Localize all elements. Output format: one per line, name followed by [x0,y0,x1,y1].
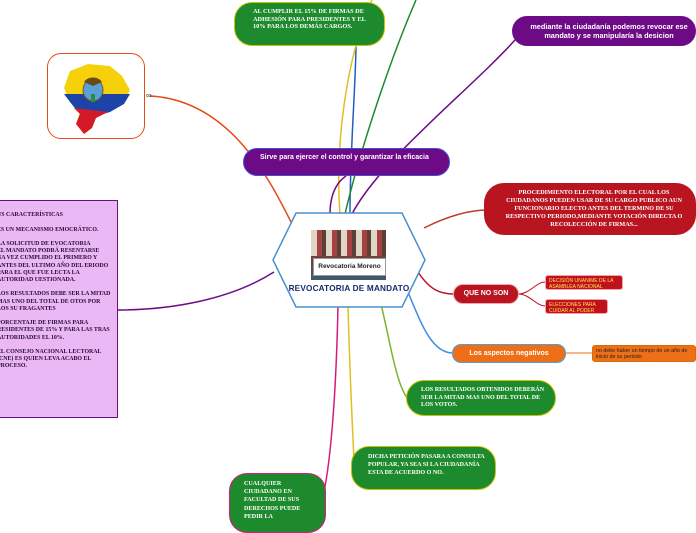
central-topic[interactable]: Revocatoria Moreno REVOCATORIA DE MANDAT… [272,212,426,308]
node-decision-text: DECISIÓN UNANIME DE LA ASAMBLEA NACIONAL [549,278,614,290]
photo-banner: Revocatoria Moreno [313,258,386,276]
node-procedimiento-text: PROCEDIMIENTO ELECTORAL POR EL CUAL LOS … [505,189,683,228]
node-manipular-text: mediante la ciudadanía podemos revocar e… [530,22,688,40]
connector-lines [116,0,592,501]
node-negativos-text: Los aspectos negativos [469,350,549,357]
central-title: REVOCATORIA DE MANDATO [288,284,410,293]
node-decision[interactable]: DECISIÓN UNANIME DE LA ASAMBLEA NACIONAL [545,275,623,290]
node-consulta-text: DICHA PETICIÓN PASARA A CONSULTA POPULAR… [368,454,485,477]
node-sirve[interactable]: Sirve para ejercer el control y garantiz… [243,148,450,176]
node-elecciones[interactable]: ELECCIONES PARA CUIDAR AL PODER [545,299,608,314]
node-sirve-text: Sirve para ejercer el control y garantiz… [260,154,429,161]
node-resultados-text: LOS RESULTADOS OBTENIDOS DEBERÁN SER LA … [421,387,545,409]
node-tiempo[interactable]: no debe haber un tiempo de un año de ini… [592,345,696,362]
link-icon[interactable]: ∞ [146,91,152,100]
node-caracteristicas-text: US CARACTERÍSTICAS ES UN MECANISMO EMOCR… [0,212,111,370]
node-adhesion-text: AL CUMPLIR EL 15% DE FIRMAS DE ADHESIÓN … [253,8,366,31]
node-tiempo-text: no debe haber un tiempo de un año de ini… [596,348,688,361]
node-ciudadano[interactable]: CUALQUIER CIUDADANO EN FACULTAD DE SUS D… [229,473,326,533]
node-manipular[interactable]: mediante la ciudadanía podemos revocar e… [512,16,696,46]
node-elecciones-text: ELECCIONES PARA CUIDAR AL PODER [549,302,596,314]
node-consulta[interactable]: DICHA PETICIÓN PASARA A CONSULTA POPULAR… [351,446,496,490]
photo-crowd [311,230,386,256]
node-procedimiento[interactable]: PROCEDIMIENTO ELECTORAL POR EL CUAL LOS … [484,183,696,235]
flag-image-box [47,53,145,139]
node-adhesion[interactable]: AL CUMPLIR EL 15% DE FIRMAS DE ADHESIÓN … [234,2,385,46]
central-photo: Revocatoria Moreno [311,230,386,280]
node-caracteristicas[interactable]: US CARACTERÍSTICAS ES UN MECANISMO EMOCR… [0,200,118,418]
node-ciudadano-text: CUALQUIER CIUDADANO EN FACULTAD DE SUS D… [244,481,301,520]
node-que-no-son-text: QUE NO SON [463,290,509,297]
node-negativos[interactable]: Los aspectos negativos [452,344,566,363]
node-que-no-son[interactable]: QUE NO SON [453,284,519,304]
node-resultados[interactable]: LOS RESULTADOS OBTENIDOS DEBERÁN SER LA … [406,380,556,416]
ecuador-flag-map-icon [64,64,130,134]
